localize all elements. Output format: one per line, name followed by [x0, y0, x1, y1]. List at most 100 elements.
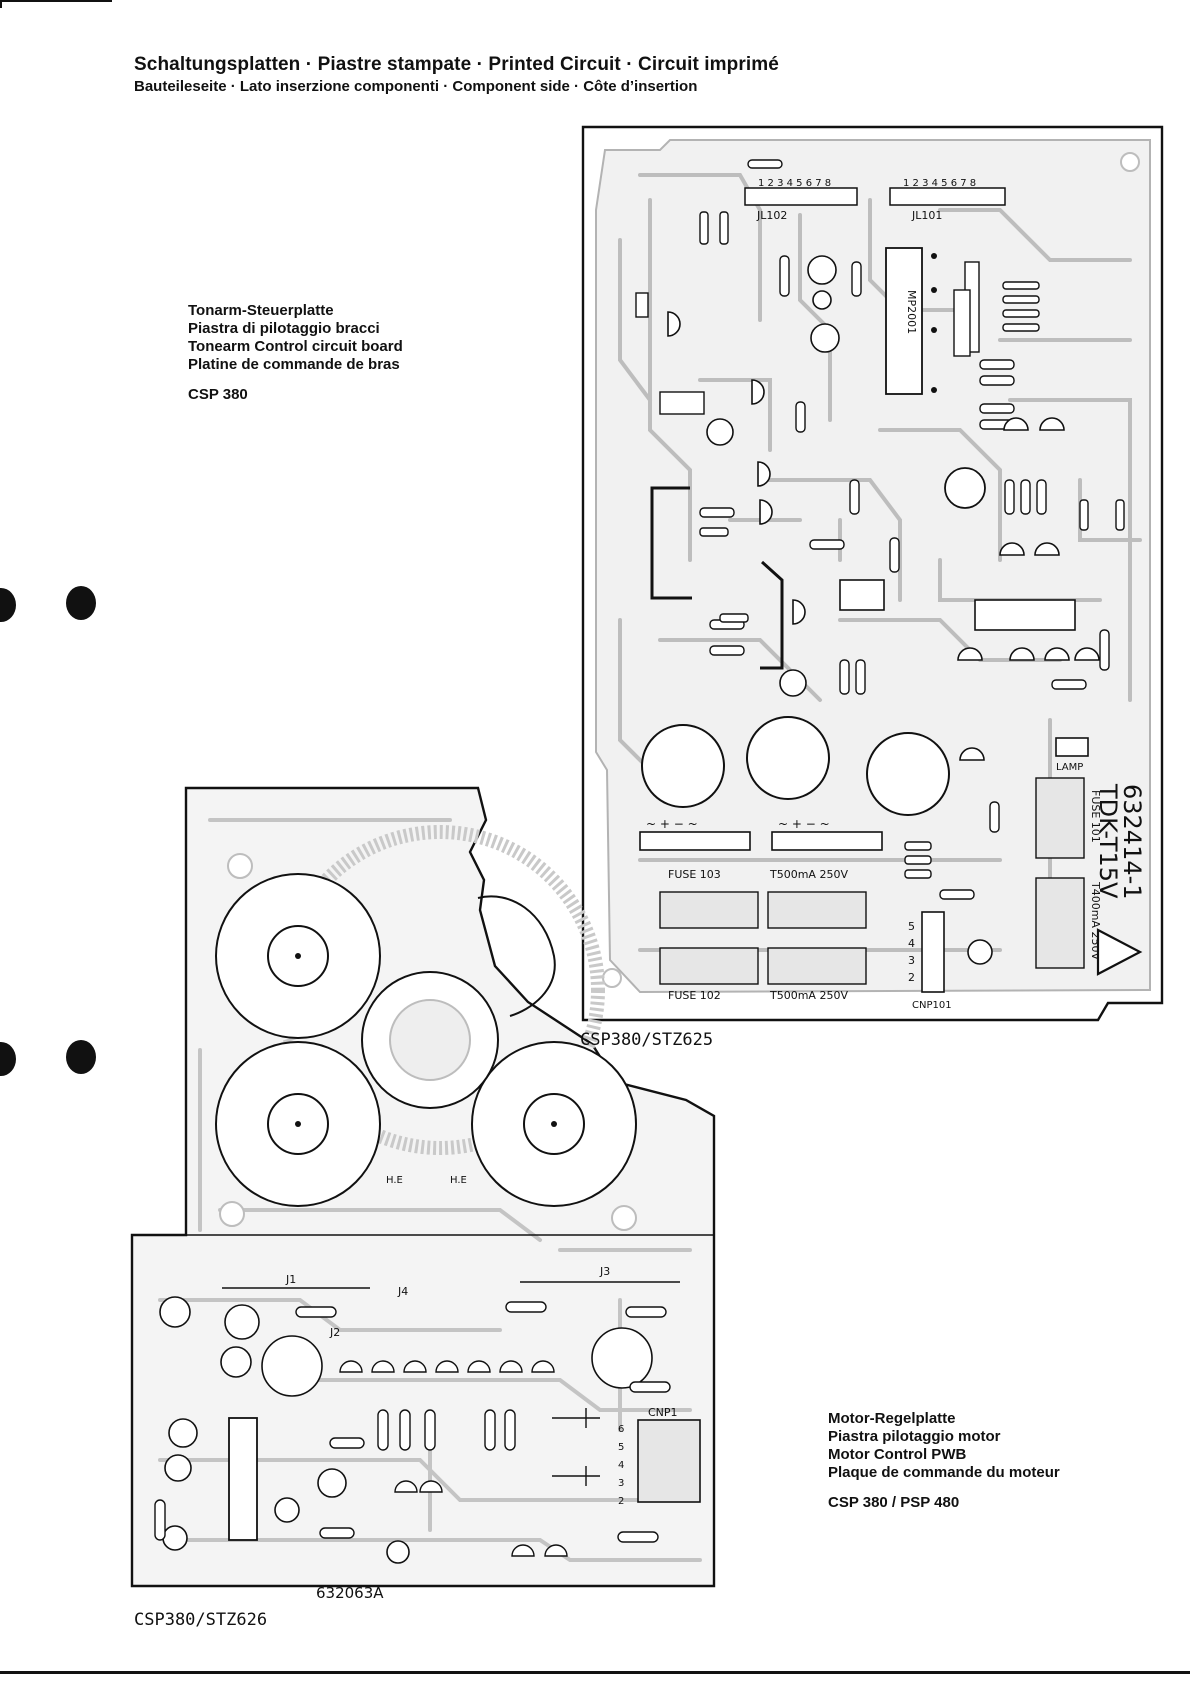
motor-magnet-ring [275, 825, 605, 1155]
connector-jl103b [635, 292, 649, 318]
svg-text:2: 2 [618, 1496, 624, 1507]
resistors [699, 159, 1110, 900]
motor-jumper-labels: J1 J4 J3 J2 [285, 1265, 610, 1339]
hall-element-label: H.E [386, 1175, 403, 1186]
connector-jl102 [744, 187, 858, 206]
label-jl102: JL102 [756, 209, 787, 222]
warning-triangle-icon [1096, 928, 1143, 976]
tonearm-label-en: Tonearm Control circuit board [188, 338, 403, 355]
tonearm-board-outline [581, 125, 1164, 1022]
connector-jl104 [659, 391, 705, 415]
diodes [699, 211, 1125, 879]
connector-lamp [1055, 737, 1089, 757]
label-fuse-103: FUSE 103 [668, 868, 721, 881]
tonearm-label-de: Tonarm-Steuerplatte [188, 302, 334, 319]
motor-ic1 [228, 1417, 258, 1541]
tonearm-model: CSP 380 [188, 386, 248, 403]
motor-label-en: Motor Control PWB [828, 1446, 967, 1463]
tonearm-board-label: Tonarm-Steuerplatte Piastra di pilotaggi… [188, 302, 403, 404]
svg-text:4: 4 [908, 937, 915, 950]
motor-label-de: Motor-Regelplatte [828, 1410, 956, 1427]
label-fuse-101: FUSE 101 [1089, 790, 1102, 843]
label-lamp: LAMP [1056, 762, 1083, 773]
tonearm-pcb-caption: CSP380/STZ625 [580, 1030, 714, 1050]
tonearm-part-number: 632414-1 [1118, 784, 1146, 900]
punch-hole [0, 588, 16, 622]
label-jl101: JL101 [911, 209, 942, 222]
hall-element-label: H.E [450, 1175, 467, 1186]
page-heading: Schaltungsplatten · Piastre stampate · P… [134, 54, 779, 95]
label-cnp101: CNP101 [912, 1000, 952, 1011]
coil-center-dots [295, 953, 557, 1127]
page-title: Schaltungsplatten · Piastre stampate · P… [134, 54, 779, 75]
connector-jl106 [953, 289, 971, 357]
ic-ic102 [839, 579, 885, 611]
mounting-hole-icon [602, 968, 622, 988]
jumper-wire [650, 486, 692, 600]
mounting-hole-icon [611, 1205, 637, 1231]
svg-text:1 2 3 4 5 6 7 8: 1 2 3 4 5 6 7 8 [758, 178, 831, 189]
svg-text:6: 6 [618, 1424, 624, 1435]
transistors [667, 311, 1100, 761]
motor-transistors [339, 1360, 568, 1557]
tonearm-label-fr: Platine de commande de bras [188, 356, 400, 373]
motor-board-label: Motor-Regelplatte Piastra pilotaggio mot… [828, 1410, 1060, 1512]
svg-text:3: 3 [908, 954, 915, 967]
trimmer-vr102 [944, 467, 986, 509]
motor-coil [477, 895, 556, 1017]
ic-pins [931, 253, 937, 393]
motor-pcb: H.E H.E [130, 786, 716, 1602]
page-subtitle: Bauteileseite · Lato inserzione componen… [134, 78, 698, 95]
transformer-label: TDK-T15V [1094, 783, 1122, 899]
svg-text:1 2 3 4 5 6 7 8: 1 2 3 4 5 6 7 8 [903, 178, 976, 189]
mounting-hole-icon [219, 1201, 245, 1227]
label-fuse-102-rating: T500mA 250V [769, 989, 848, 1002]
tonearm-pcb: 1 2 3 4 5 6 7 8 1 2 3 4 5 6 7 8 JL102 JL… [581, 125, 1164, 1022]
motor-capacitors [159, 1296, 653, 1564]
svg-text:J1: J1 [285, 1273, 296, 1286]
corner-mark [0, 0, 112, 8]
connector-jl103 [974, 599, 1076, 631]
mounting-hole-icon [1120, 152, 1140, 172]
svg-text:J2: J2 [329, 1326, 340, 1339]
punch-hole [0, 1042, 16, 1076]
motor-trimmers [552, 1408, 600, 1486]
motor-label-it: Piastra pilotaggio motor [828, 1428, 1001, 1445]
svg-text:3: 3 [618, 1478, 624, 1489]
label-fuse-102: FUSE 102 [668, 989, 721, 1002]
svg-text:J3: J3 [599, 1265, 610, 1278]
motor-resistors [154, 1301, 671, 1543]
jumper-wire [760, 560, 784, 670]
label-cnp1: CNP1 [648, 1406, 678, 1419]
motor-part-number: 632063A [316, 1584, 384, 1602]
punch-hole [66, 586, 96, 620]
motor-spindle [389, 999, 471, 1081]
svg-text:2: 2 [908, 971, 915, 984]
svg-text:5: 5 [618, 1442, 624, 1453]
svg-text:~ + − ~: ~ + − ~ [778, 817, 830, 831]
small-capacitors [706, 255, 993, 965]
motor-pcb-caption: CSP380/STZ626 [134, 1610, 268, 1630]
motor-label-fr: Plaque de commande du moteur [828, 1464, 1060, 1481]
svg-text:J4: J4 [397, 1285, 408, 1298]
connector-cnp1 [637, 1419, 701, 1503]
connector-jl101 [889, 187, 1006, 206]
fuse-holders [659, 777, 1085, 985]
tonearm-board-inner-edge [595, 139, 1151, 994]
label-mp2001: MP2001 [905, 290, 918, 334]
bottom-rule [0, 1671, 1190, 1674]
tonearm-label-it: Piastra di pilotaggio bracci [188, 320, 380, 337]
svg-text:4: 4 [618, 1460, 624, 1471]
motor-model: CSP 380 / PSP 480 [828, 1494, 960, 1511]
punch-hole [66, 1040, 96, 1074]
filter-capacitors [641, 716, 950, 816]
connector-cnp101 [921, 911, 945, 993]
mounting-hole-icon [227, 853, 253, 879]
bridge-rectifiers [639, 831, 883, 851]
svg-text:~ + − ~: ~ + − ~ [646, 817, 698, 831]
ic-mp2001 [885, 247, 923, 395]
label-fuse-103-rating: T500mA 250V [769, 868, 848, 881]
svg-text:5: 5 [908, 920, 915, 933]
